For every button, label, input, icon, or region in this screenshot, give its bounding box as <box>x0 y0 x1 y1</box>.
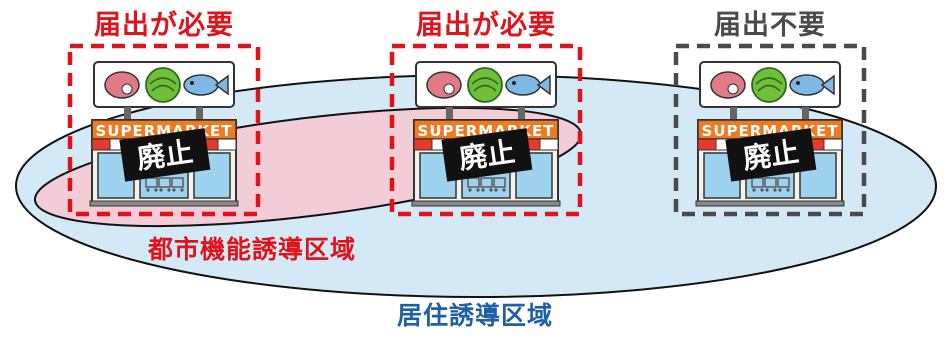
sign-pole <box>446 107 453 120</box>
store-1-dashed-box <box>67 43 261 217</box>
shopping-carts-icon <box>751 177 790 192</box>
store-base <box>89 200 239 207</box>
store-2-status-label: 届出が必要 <box>416 10 556 41</box>
fish-icon <box>505 74 551 96</box>
sign-pole <box>802 107 809 120</box>
sign-pole <box>196 107 203 120</box>
abolished-text: 廃止 <box>135 135 195 175</box>
abolished-overlay: 廃止 <box>725 128 817 182</box>
meat-icon <box>710 71 746 99</box>
urban-function-zone-label: 都市機能誘導区域 <box>148 235 357 264</box>
lettuce-icon <box>145 67 181 103</box>
lettuce-icon <box>751 67 787 103</box>
sign-pole <box>518 107 525 120</box>
store-2-dashed-box <box>389 43 583 217</box>
fish-icon <box>789 74 835 96</box>
store-3-status-label: 届出不要 <box>714 10 826 41</box>
store-3-dashed-box <box>673 43 867 217</box>
sign-pole <box>124 107 131 120</box>
store-base <box>411 200 561 207</box>
residential-zone-label: 居住誘導区域 <box>397 301 554 330</box>
lettuce-icon <box>467 67 503 103</box>
abolished-text: 廃止 <box>741 135 801 175</box>
abolished-overlay: 廃止 <box>119 128 211 182</box>
store-base <box>695 200 845 207</box>
store-1-status-label: 届出が必要 <box>94 10 234 41</box>
sign-pole <box>730 107 737 120</box>
abolished-plate <box>441 128 533 182</box>
abolished-text: 廃止 <box>457 135 517 175</box>
abolished-overlay: 廃止 <box>441 128 533 182</box>
abolished-plate <box>725 128 817 182</box>
abolished-plate <box>119 128 211 182</box>
meat-icon <box>426 71 462 99</box>
meat-icon <box>104 71 140 99</box>
shopping-carts-icon <box>145 177 184 192</box>
fish-icon <box>183 74 229 96</box>
shopping-carts-icon <box>467 177 506 192</box>
